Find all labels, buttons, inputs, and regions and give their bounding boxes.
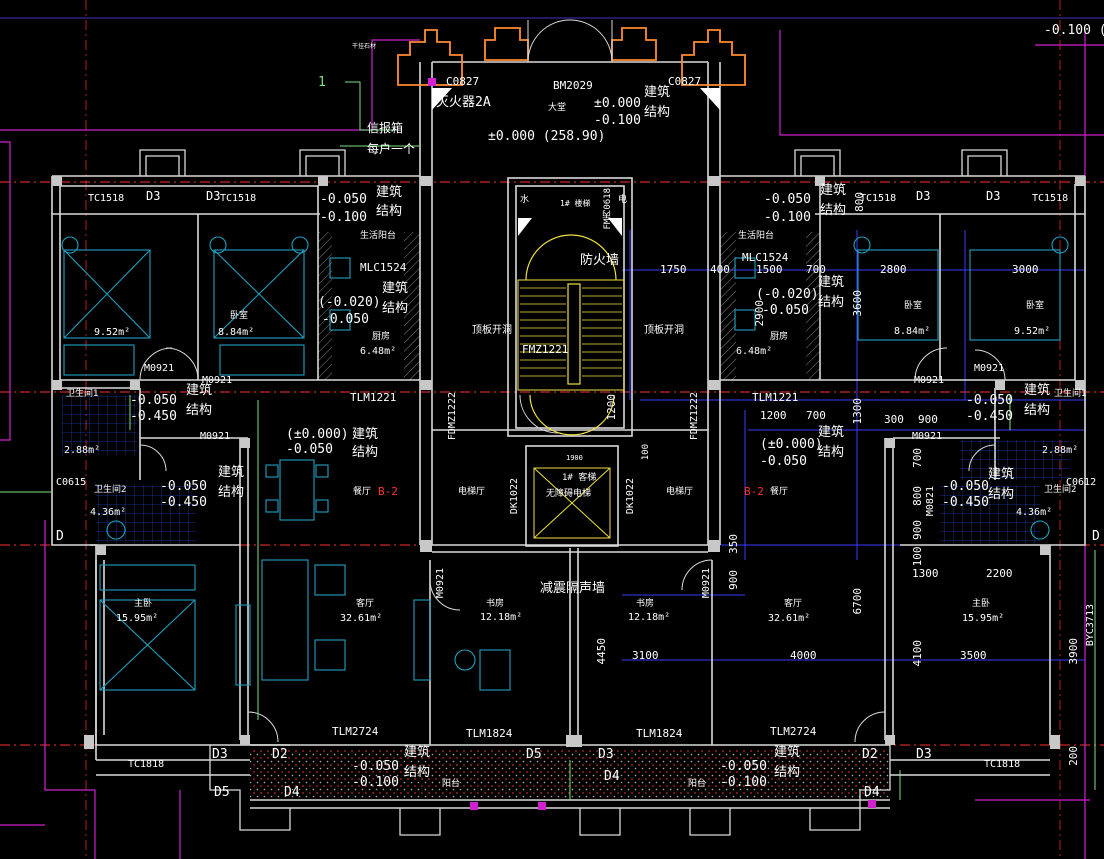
stair-steps	[520, 287, 622, 377]
master-bed-icon	[99, 599, 196, 691]
bed-icon	[63, 249, 151, 339]
kitchen-counter-right	[720, 232, 736, 380]
dining-table-icon	[279, 459, 315, 521]
bath2-tile-right	[940, 485, 1040, 543]
annotation-lines	[0, 81, 1096, 800]
door-swings	[139, 347, 1006, 743]
boundary-lines	[0, 17, 1104, 859]
structure-lines	[622, 230, 1085, 661]
kitchen-counter-right-2	[806, 232, 820, 380]
furniture	[61, 236, 1069, 691]
section-marks	[432, 88, 720, 236]
bay-windows-top	[139, 149, 1008, 836]
bath1-tile-right	[960, 440, 1070, 480]
stair-treads	[517, 279, 625, 391]
columns	[52, 176, 1085, 749]
magenta-marks	[428, 78, 876, 810]
main-door-swing	[527, 19, 613, 63]
stone-cladding	[397, 27, 746, 86]
sofa-icon	[261, 559, 309, 681]
kitchen-counter-left-2	[404, 232, 420, 380]
bed-icon-2	[213, 249, 305, 339]
elevator-shaft	[533, 467, 611, 539]
bath1-tile-left	[62, 395, 137, 455]
kitchen-counter-left	[318, 232, 332, 380]
stair-arc	[525, 234, 617, 436]
bath2-tile-left	[96, 485, 196, 543]
